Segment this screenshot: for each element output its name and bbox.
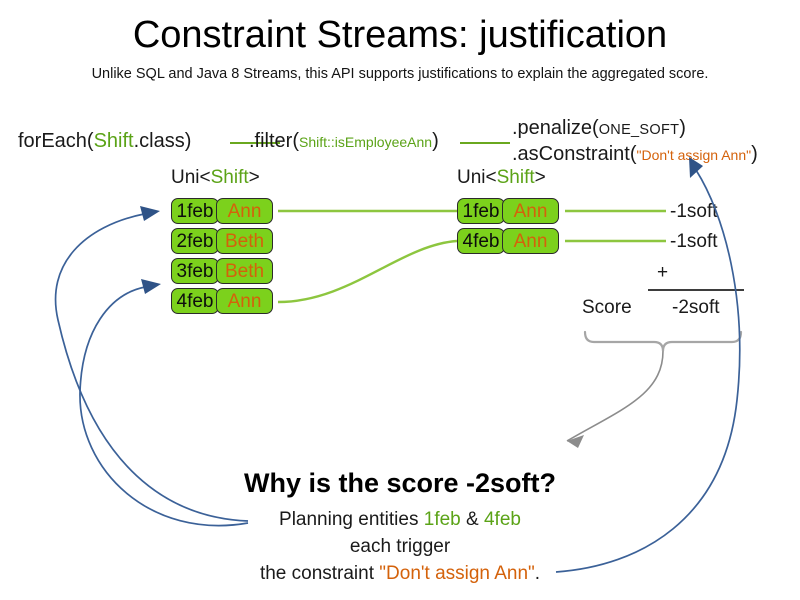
uni-right-type: Shift <box>496 167 535 188</box>
fact-date: 4feb <box>171 288 219 314</box>
fact-list-right: 1feb Ann 4feb Ann <box>457 198 559 254</box>
uni-label-right: Uni<Shift> <box>457 167 546 189</box>
fact-row[interactable]: 4feb Ann <box>457 228 559 254</box>
uni-right-prefix: Uni< <box>457 167 497 188</box>
explain-prefix: Planning entities <box>279 509 424 530</box>
page-subtitle: Unlike SQL and Java 8 Streams, this API … <box>91 66 709 82</box>
code-foreach: forEach(Shift.class) <box>18 130 191 153</box>
fact-row[interactable]: 2feb Beth <box>171 228 273 254</box>
filter-suffix: ) <box>432 130 439 152</box>
fact-date: 2feb <box>171 228 219 254</box>
as-constraint-suffix: ) <box>751 143 758 165</box>
fact-employee: Ann <box>216 288 273 314</box>
fact-row[interactable]: 1feb Ann <box>457 198 559 224</box>
sum-operator: + <box>657 262 669 283</box>
penalty-value-1: -1soft <box>670 201 718 222</box>
entity-1feb: 1feb <box>423 509 461 530</box>
why-heading: Why is the score -2soft? <box>243 468 557 498</box>
code-filter: .filter(Shift::isEmployeeAnn) <box>249 130 439 153</box>
explain-amp: & <box>460 509 484 530</box>
explanation-line-2: each trigger <box>349 536 451 557</box>
uni-left-type: Shift <box>210 167 249 188</box>
entity-4feb: 4feb <box>483 509 521 530</box>
fact-row[interactable]: 3feb Beth <box>171 258 273 284</box>
score-total: -2soft <box>672 297 720 318</box>
sum-rule <box>648 289 744 291</box>
fact-row[interactable]: 1feb Ann <box>171 198 273 224</box>
uni-label-left: Uni<Shift> <box>171 167 260 189</box>
penalty-value-2: -1soft <box>670 231 718 252</box>
explain3-prefix: the constraint <box>259 563 380 584</box>
fact-employee: Beth <box>216 228 273 254</box>
uni-right-suffix: > <box>534 167 546 188</box>
penalize-suffix: ) <box>679 117 686 139</box>
penalize-arg: ONE_SOFT <box>598 122 680 138</box>
page-title: Constraint Streams: justification <box>132 14 668 56</box>
penalize-prefix: .penalize( <box>512 117 599 139</box>
foreach-type: Shift <box>93 130 134 152</box>
explain3-suffix: . <box>534 563 541 584</box>
pipeline-connector-2 <box>460 142 510 144</box>
fact-date: 1feb <box>171 198 219 224</box>
uni-left-suffix: > <box>248 167 260 188</box>
explanation-line-1: Planning entities 1feb & 4feb <box>0 509 800 531</box>
code-penalize: .penalize(ONE_SOFT) <box>512 117 686 140</box>
filter-prefix: .filter( <box>249 130 299 152</box>
constraint-name: "Don't assign Ann" <box>379 563 535 584</box>
uni-left-prefix: Uni< <box>171 167 211 188</box>
as-constraint-prefix: .asConstraint( <box>512 143 637 165</box>
filter-arg: Shift::isEmployeeAnn <box>299 134 433 150</box>
fact-row[interactable]: 4feb Ann <box>171 288 273 314</box>
fact-employee: Ann <box>502 198 559 224</box>
fact-employee: Ann <box>216 198 273 224</box>
as-constraint-arg: "Don't assign Ann" <box>636 147 752 163</box>
foreach-prefix: forEach( <box>18 130 94 152</box>
score-label: Score <box>582 297 632 318</box>
fact-employee: Ann <box>502 228 559 254</box>
fact-employee: Beth <box>216 258 273 284</box>
code-as-constraint: .asConstraint("Don't assign Ann") <box>512 143 758 166</box>
explanation-line-3: the constraint "Don't assign Ann". <box>0 563 800 585</box>
foreach-suffix: .class) <box>133 130 192 152</box>
fact-list-left: 1feb Ann 2feb Beth 3feb Beth 4feb Ann <box>171 198 273 314</box>
fact-date: 4feb <box>457 228 505 254</box>
fact-date: 3feb <box>171 258 219 284</box>
pipeline-connector-1 <box>230 142 280 144</box>
